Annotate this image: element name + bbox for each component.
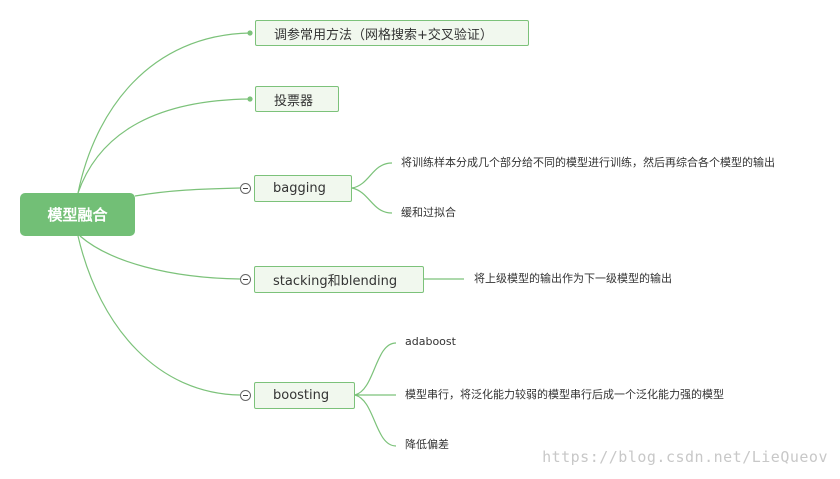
connector-dot-2 — [247, 96, 253, 102]
collapse-boosting-icon[interactable] — [240, 390, 251, 401]
leaf-boosting-1[interactable]: adaboost — [405, 335, 456, 348]
connector-root-branch-4 — [79, 235, 241, 280]
leaf-bagging-1[interactable]: 将训练样本分成几个部分给不同的模型进行训练，然后再综合各个模型的输出 — [401, 156, 775, 169]
connector-boosting-3 — [354, 394, 397, 447]
connector-dot-1 — [247, 30, 253, 36]
branch-node-bagging[interactable]: bagging — [254, 175, 352, 202]
connector-root-branch-5 — [77, 235, 241, 396]
root-node[interactable]: 模型融合 — [20, 193, 135, 236]
connector-bagging-1 — [351, 162, 393, 189]
branch-node-boosting[interactable]: boosting — [254, 382, 355, 409]
leaf-boosting-2[interactable]: 模型串行，将泛化能力较弱的模型串行后成一个泛化能力强的模型 — [405, 388, 724, 401]
leaf-boosting-3[interactable]: 降低偏差 — [405, 438, 449, 451]
connector-root-branch-1 — [77, 32, 251, 194]
leaf-bagging-2[interactable]: 缓和过拟合 — [401, 206, 456, 219]
branch-node-tuning[interactable]: 调参常用方法（网格搜索+交叉验证） — [255, 20, 529, 46]
branch-node-voting[interactable]: 投票器 — [255, 86, 339, 112]
connector-bagging-2 — [351, 187, 393, 214]
collapse-stacking-icon[interactable] — [240, 274, 251, 285]
connector-root-branch-3 — [134, 187, 241, 197]
collapse-bagging-icon[interactable] — [240, 183, 251, 194]
connector-root-branch-2 — [77, 98, 251, 194]
connector-boosting-1 — [354, 342, 397, 396]
leaf-stacking-1[interactable]: 将上级模型的输出作为下一级模型的输出 — [474, 272, 672, 285]
watermark: https://blog.csdn.net/LieQueov — [542, 448, 828, 466]
branch-node-stacking[interactable]: stacking和blending — [254, 266, 424, 293]
